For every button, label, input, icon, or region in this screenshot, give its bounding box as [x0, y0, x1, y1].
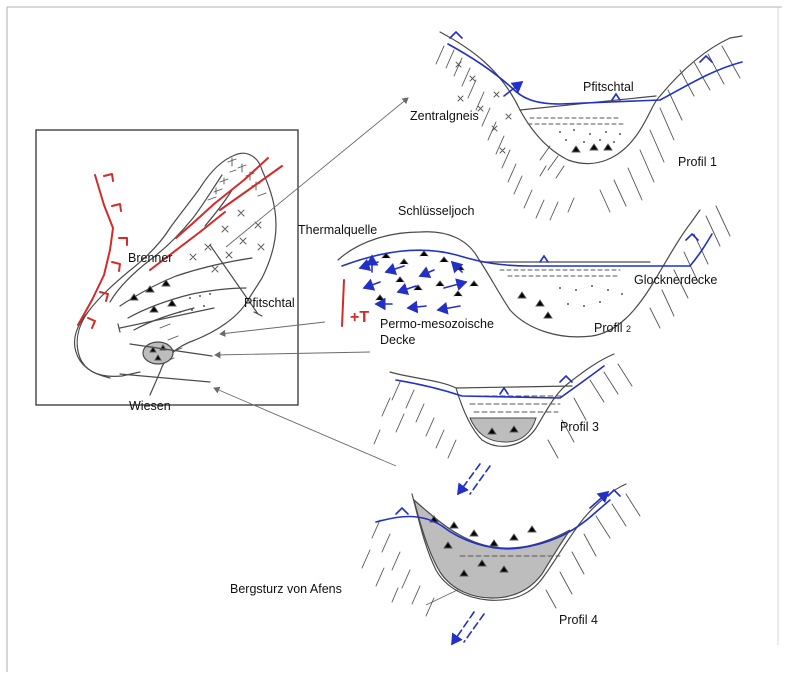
- label-plus-t: +T: [350, 309, 369, 326]
- profil-1-section: [436, 32, 742, 220]
- map-profile-lines: [118, 245, 262, 382]
- profil4-flow-arrow: [590, 492, 608, 508]
- map-brick-pattern: [208, 158, 266, 200]
- map-inset: [36, 130, 298, 405]
- map-wiesen-landslide: [143, 342, 173, 364]
- label-brenner: Brenner: [128, 251, 172, 265]
- profil1-hatch-right: [600, 46, 740, 212]
- label-profil-3: Profil 3: [560, 420, 599, 434]
- profil1-groundwater: [448, 44, 742, 104]
- profil2-dots-triangles: [500, 270, 623, 318]
- profil4-hatch-right: [546, 494, 640, 608]
- profil1-hatch-left: [436, 46, 574, 220]
- label-pfitschtal-map: Pfitschtal: [244, 296, 295, 310]
- label-glocknerdecke: Glocknerdecke: [634, 273, 717, 287]
- profil2-groundwater: [342, 234, 712, 266]
- profil3-water-marks: [500, 376, 572, 394]
- connector-profil3: [215, 352, 370, 355]
- label-permo-mesozoische: Permo-mesozoische: [380, 317, 494, 331]
- label-zentralgneis: Zentralgneis: [410, 109, 479, 123]
- profil3-outflow-arrow: [458, 464, 480, 494]
- profil4-bergsturz-fill: [414, 500, 570, 598]
- profil3-hatch-left: [374, 382, 456, 458]
- profil1-dots-triangles: [528, 118, 624, 178]
- profil3-basin-top: [456, 386, 572, 388]
- label-pfitschtal-profile: Pfitschtal: [583, 80, 634, 94]
- profil4-water-marks: [396, 490, 620, 514]
- profil2-carets: [376, 251, 478, 300]
- label-profil-2-word: Profil: [594, 321, 622, 335]
- label-profil-2-number: 2: [626, 324, 631, 334]
- map-frame: [36, 130, 298, 405]
- profil1-outline: [440, 32, 742, 164]
- label-bergsturz-von-afens: Bergsturz von Afens: [230, 582, 342, 596]
- profil3-outflow-arrow-2: [470, 466, 490, 494]
- connector-profil2: [220, 322, 325, 334]
- profil3-hatch-right: [548, 364, 632, 458]
- profil4-outflow-arrow-2: [464, 614, 484, 642]
- label-profil-4: Profil 4: [559, 613, 598, 627]
- label-decke: Decke: [380, 333, 415, 347]
- label-profil-1: Profil 1: [678, 155, 717, 169]
- label-thermalquelle: Thermalquelle: [298, 223, 377, 237]
- profil2-red-fault: [342, 280, 344, 326]
- profil-4-section: [362, 484, 640, 644]
- label-schluesseljoch: Schlüsseljoch: [398, 204, 474, 218]
- profil4-outflow-arrow: [452, 612, 474, 644]
- label-wiesen: Wiesen: [129, 399, 171, 413]
- label-profil-2: Profil 2: [594, 321, 631, 335]
- profil2-flow-arrows: [360, 256, 466, 310]
- map-band-3: [120, 258, 252, 306]
- connector-profil4: [214, 388, 396, 466]
